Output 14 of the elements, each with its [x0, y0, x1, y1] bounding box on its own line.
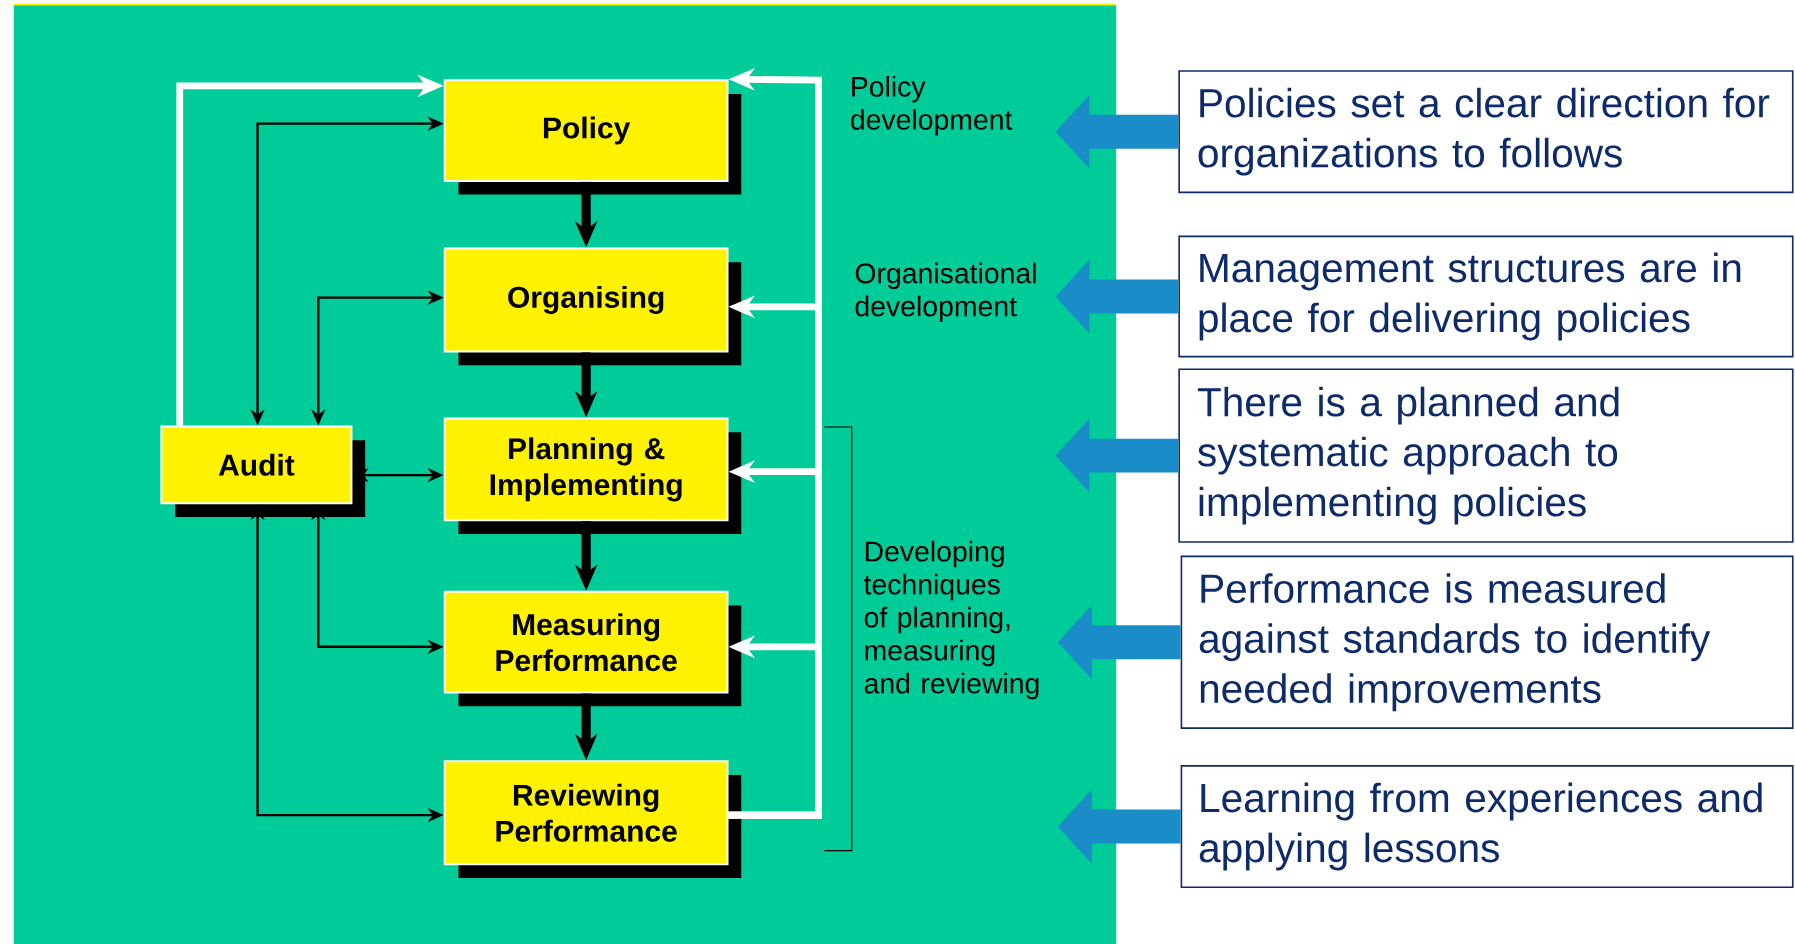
annotation-text: Policy development [851, 75, 1013, 136]
process-box: Reviewing Performance [443, 760, 742, 878]
text-box: There is a planned and systematic approach to implementing policies [1178, 368, 1794, 543]
process-box: Policy [443, 78, 742, 195]
annotation-text: Developing techniques of planning, measuring and reviewing [864, 540, 1039, 699]
process-box: Planning & Implementing [443, 417, 742, 534]
text-box: Learning from experiences and applying lessons [1180, 764, 1794, 888]
text-box: Management structures are in place for delivering policies [1178, 235, 1794, 358]
process-box: Organising [443, 247, 742, 365]
text-box: Policies set a clear direction for organizations to follows [1178, 69, 1794, 193]
process-box: Measuring Performance [443, 590, 742, 707]
text-box: Performance is measured against standards to identify needed improvements [1180, 555, 1794, 729]
annotation-text: Organisational development [855, 262, 1036, 322]
process-box: Audit [160, 425, 366, 517]
